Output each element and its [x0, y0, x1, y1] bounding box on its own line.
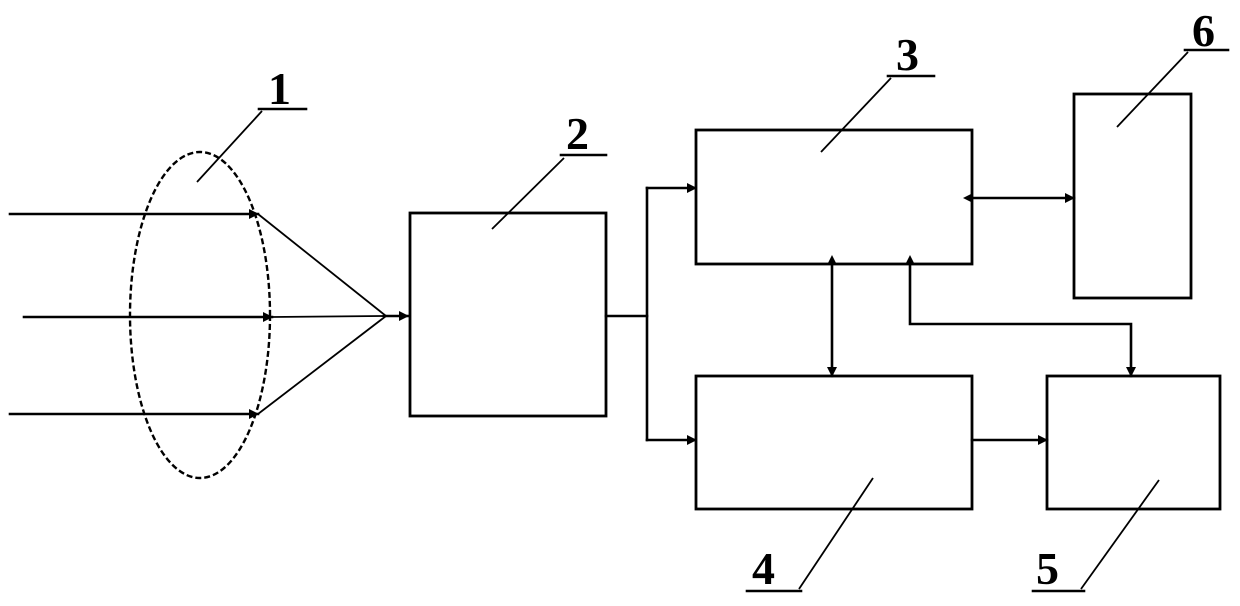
block-5: [1047, 376, 1220, 509]
lens-ellipse: [130, 152, 270, 478]
block-6: [1074, 94, 1191, 298]
block-3: [696, 130, 972, 264]
block-2-label: 2: [566, 108, 589, 159]
block-4-group: 4: [696, 376, 972, 594]
block-4: [696, 376, 972, 509]
block-6-label: 6: [1192, 5, 1215, 56]
block-3-label: 3: [896, 29, 919, 80]
converging-ray-top: [258, 214, 386, 316]
block-3-group: 3: [696, 29, 972, 264]
converging-ray-bottom: [258, 316, 386, 414]
block-5-label: 5: [1036, 543, 1059, 594]
block-6-group: 6: [1074, 5, 1228, 298]
lens-label-leader: [197, 111, 262, 182]
block-2-group: 2: [410, 108, 606, 416]
converging-ray-middle: [272, 316, 386, 317]
block-2-output-bus: [606, 188, 696, 440]
lens-group: 1: [10, 63, 408, 478]
block-5-group: 5: [1033, 376, 1220, 594]
lens-label: 1: [268, 63, 291, 114]
block-4-label: 4: [752, 543, 775, 594]
block-2: [410, 213, 606, 416]
